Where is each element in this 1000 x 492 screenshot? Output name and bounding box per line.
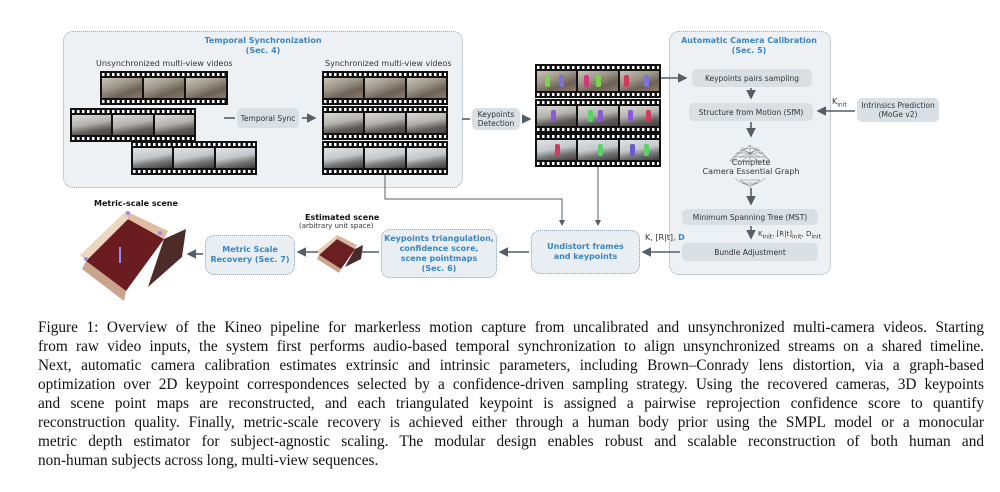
keypoint-video-strip-1 <box>535 64 661 98</box>
sfm-step: Structure from Motion (SfM) <box>689 103 813 121</box>
caption-line: from raw video inputs, the system first … <box>38 338 984 355</box>
caption-line: non-human subjects across long, multi-vi… <box>38 452 379 469</box>
camera-essential-graph-icon-lower <box>735 178 765 188</box>
unsync-video-strip-3 <box>131 141 257 175</box>
camera-essential-graph-icon <box>729 144 771 162</box>
metric-scale-recovery-step: Metric Scale Recovery (Sec. 7) <box>205 235 295 275</box>
mst-step: Minimum Spanning Tree (MST) <box>682 209 818 225</box>
estimated-scene-subtitle: (arbitrary unit space) <box>299 222 374 230</box>
caption-line: optimization over 2D keypoint correspond… <box>38 376 984 393</box>
unsync-videos-label: Unsynchronized multi-view videos <box>96 59 233 68</box>
caption-line: and scene point maps are reconstructed, … <box>38 395 984 412</box>
undistort-step: Undistort frames and keypoints <box>531 230 640 274</box>
keypoint-video-strip-3 <box>535 133 661 167</box>
init-params-label: Kinit, [R|t]init, Dinit <box>758 230 821 241</box>
unsync-video-strip-1 <box>100 71 228 105</box>
caption-line: metric depth estimator for subject-agnos… <box>38 433 984 450</box>
metric-scene-image <box>80 211 186 301</box>
intrinsics-prediction-step: Intrinsics Prediction (MoGe v2) <box>857 98 939 122</box>
sync-videos-label: Synchronized multi-view videos <box>325 59 452 68</box>
calibration-title: Automatic Camera Calibration (Sec. 5) <box>681 36 817 55</box>
caption-line: Figure 1: Overview of the Kineo pipeline… <box>38 319 984 336</box>
estimated-scene-image <box>317 235 363 273</box>
bundle-adjustment-step: Bundle Adjustment <box>682 243 818 261</box>
metric-scene-title: Metric-scale scene <box>94 199 178 208</box>
camera-essential-graph-label: Complete Camera Essential Graph <box>702 158 800 176</box>
estimated-scene-title: Estimated scene <box>305 213 380 222</box>
arrow-sync-videos-to-undistort <box>384 175 565 226</box>
caption-line: reconstruction quality. Finally, metric-… <box>38 414 984 431</box>
keypoint-video-strip-2 <box>535 99 661 133</box>
sync-video-strip-1 <box>322 71 448 105</box>
sync-video-strip-3 <box>322 141 448 175</box>
sync-video-strip-2 <box>322 106 448 140</box>
calibration-output-label: K, [R|t], D <box>645 233 685 242</box>
unsync-video-strip-2 <box>70 108 196 142</box>
figure-caption: Figure 1: Overview of the Kineo pipeline… <box>38 318 984 470</box>
triangulation-step: Keypoints triangulation, confidence scor… <box>381 229 497 278</box>
k-init-label: Kinit <box>832 97 847 109</box>
temporal-sync-step: Temporal Sync <box>237 108 299 128</box>
temporal-sync-title: Temporal Synchronization (Sec. 4) <box>204 36 322 55</box>
keypoints-detection-step: Keypoints Detection <box>472 108 520 130</box>
caption-line: Next, automatic camera calibration estim… <box>38 357 984 374</box>
keypoints-pairs-sampling-step: Keypoints pairs sampling <box>692 69 812 87</box>
